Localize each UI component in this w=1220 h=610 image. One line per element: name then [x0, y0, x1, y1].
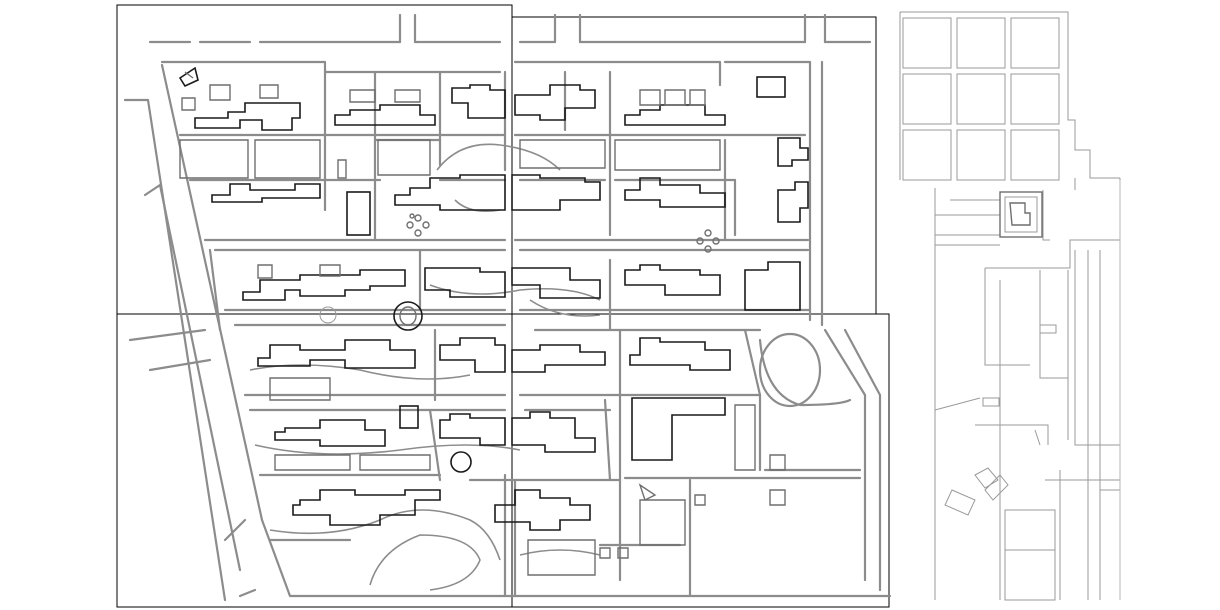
small-block	[399, 405, 419, 429]
round-pavilion	[393, 301, 423, 331]
oval-pond	[758, 332, 822, 408]
outer-roads	[123, 13, 892, 602]
large-building	[744, 261, 801, 311]
fountain	[319, 306, 337, 324]
frame-bottom-left	[116, 313, 513, 608]
context-block	[999, 191, 1043, 238]
secondary-buildings	[179, 84, 786, 576]
curved-paths	[249, 143, 852, 591]
residential-buildings	[194, 76, 809, 531]
gazebos	[406, 213, 720, 253]
commercial-building	[631, 397, 726, 461]
circular-plaza	[450, 451, 472, 473]
context-plan	[899, 11, 1121, 601]
tower-building	[346, 191, 371, 236]
frame-bottom-right	[511, 313, 890, 608]
gazebo-left	[406, 213, 430, 237]
square-building	[756, 76, 786, 98]
corner-marker	[178, 66, 199, 88]
viewport-frames	[116, 4, 890, 608]
gazebo-right	[696, 229, 720, 253]
